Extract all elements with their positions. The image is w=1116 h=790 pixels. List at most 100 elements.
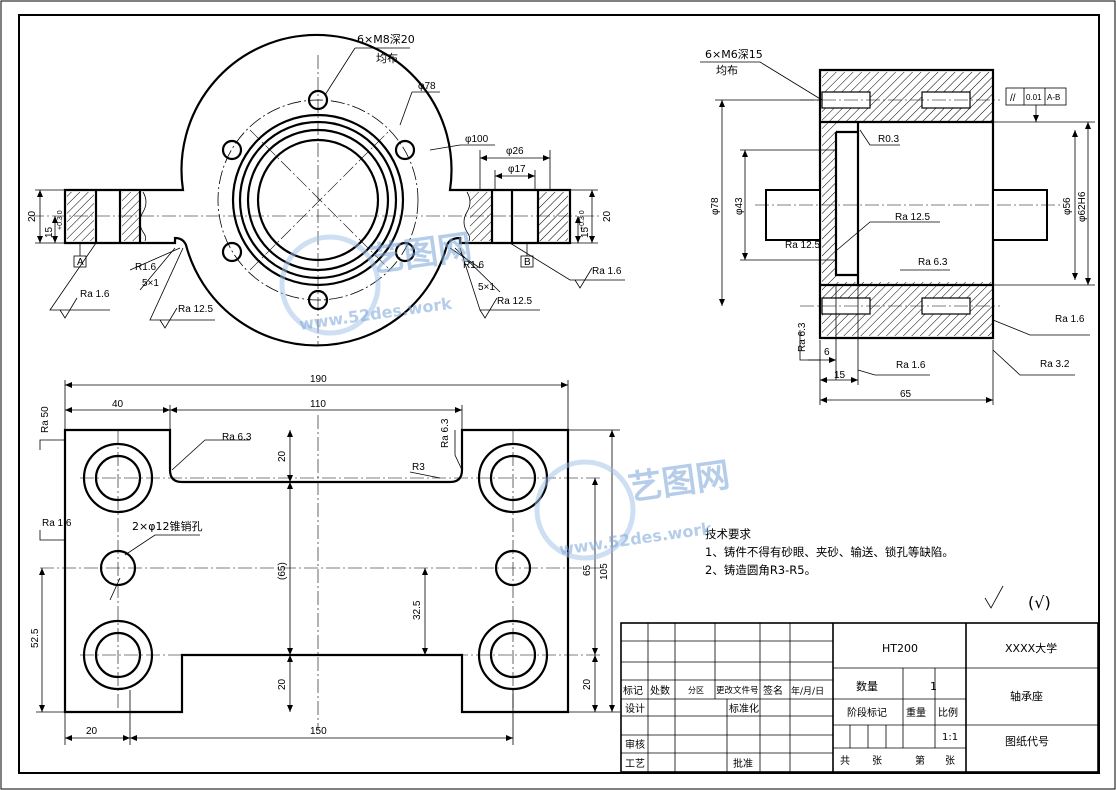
front-dim-525: 52.5 xyxy=(30,628,41,648)
top-ra16-right: Ra 1.6 xyxy=(592,266,622,277)
tb-row-date: 年/月/日 xyxy=(791,685,824,697)
front-dim-65-right: 65 xyxy=(582,564,593,576)
top-ra125-right: Ra 12.5 xyxy=(497,296,532,307)
roughness-check-icon xyxy=(984,585,1004,609)
notes-line-1: 1、铸件不得有砂眼、夹砂、输送、锁孔等缺陷。 xyxy=(705,545,954,559)
top-chamfer-left: 5×1 xyxy=(142,278,159,289)
watermark-1: 艺图网 www.52des.work xyxy=(279,227,475,336)
front-dim-325: 32.5 xyxy=(412,600,423,620)
tb-sheets-unit-2: 张 xyxy=(945,755,955,767)
side-dia-62: φ62H6 xyxy=(1077,191,1088,222)
front-dim-105: 105 xyxy=(599,563,610,580)
front-dim-40: 40 xyxy=(112,399,124,410)
side-ra125: Ra 12.5 xyxy=(895,212,930,223)
tol-parallel: // xyxy=(1010,93,1016,104)
side-ra32: Ra 3.2 xyxy=(1040,359,1070,370)
tb-part-name: 轴承座 xyxy=(1010,689,1043,703)
front-dim-20-bottom: 20 xyxy=(277,678,288,690)
tb-qty-value: 1 xyxy=(930,680,937,693)
datum-a: A xyxy=(77,257,84,268)
side-hole-note: 6×M6深15 xyxy=(705,48,763,61)
tb-material: HT200 xyxy=(882,642,918,655)
top-ra16-left: Ra 1.6 xyxy=(80,289,110,300)
tb-row-change-doc: 更改文件号 xyxy=(716,685,759,696)
tb-row-sign: 签名 xyxy=(763,684,783,697)
top-dia-78: φ78 xyxy=(418,81,436,92)
top-dim-20-right: 20 xyxy=(602,210,613,222)
tb-design: 设计 xyxy=(625,702,645,715)
front-dim-190: 190 xyxy=(310,374,327,385)
top-dim-15-left: 15 xyxy=(44,226,55,238)
front-pin-note: 2×φ12锥销孔 xyxy=(132,519,202,533)
watermark-url: www.52des.work xyxy=(558,519,713,559)
side-dim-65: 65 xyxy=(900,389,912,400)
side-dim-6: 6 xyxy=(824,347,830,358)
top-tol-right: +0.3 0 xyxy=(579,210,586,230)
tb-sheets-total: 共 xyxy=(840,755,850,767)
side-r03: R0.3 xyxy=(878,134,900,145)
watermark-globe-icon xyxy=(534,459,636,561)
tol-datum: A-B xyxy=(1047,93,1060,102)
top-dia-100: φ100 xyxy=(465,134,489,145)
top-ra125-left: Ra 12.5 xyxy=(178,304,213,315)
side-dia-78: φ78 xyxy=(710,197,721,215)
tb-stage-label: 阶段标记 xyxy=(847,706,887,719)
front-dim-150: 150 xyxy=(310,726,327,737)
top-dim-20-left: 20 xyxy=(27,210,38,222)
tol-value: 0.01 xyxy=(1026,93,1042,102)
side-view: 6×M6深15 均布 // 0.01 A-B R0.3 Ra 12.5 Ra 6… xyxy=(700,48,1095,405)
side-ra63-bottom: Ra 6.3 xyxy=(797,322,808,352)
side-hole-note-2: 均布 xyxy=(716,64,738,77)
side-ra-left: Ra 12.5 xyxy=(785,240,820,251)
top-chamfer-right: 5×1 xyxy=(478,282,495,293)
front-dim-20-top: 20 xyxy=(277,450,288,462)
front-dim-65-paren: (65) xyxy=(277,562,288,580)
watermark-text: 艺图网 xyxy=(368,227,475,281)
tb-process: 工艺 xyxy=(625,758,645,770)
tb-scale-label: 比例 xyxy=(938,706,958,719)
side-dim-15: 15 xyxy=(834,370,846,381)
front-view: 190 40 110 Ra 50 Ra 6.3 Ra 6.3 R3 Ra 1.6… xyxy=(30,374,620,745)
top-tol-left: +0.3 0 xyxy=(57,210,64,230)
side-dia-56: φ56 xyxy=(1062,197,1073,215)
top-dia-26: φ26 xyxy=(506,146,524,157)
tb-review: 审核 xyxy=(625,738,645,751)
notes-heading: 技术要求 xyxy=(705,527,751,541)
front-dim-20-r-bottom: 20 xyxy=(582,678,593,690)
front-r3: R3 xyxy=(412,462,425,473)
notes-line-2: 2、铸造圆角R3-R5。 xyxy=(705,563,816,577)
top-r16-right: R1.6 xyxy=(463,260,485,271)
side-ra16-right: Ra 1.6 xyxy=(1055,314,1085,325)
front-ra50: Ra 50 xyxy=(40,406,51,433)
side-ra63: Ra 6.3 xyxy=(918,257,948,268)
drawing-frame xyxy=(18,14,1100,774)
top-view: 6×M8深20 均布 φ78 φ100 φ26 φ17 20 15 20 15 … xyxy=(27,33,625,347)
front-dim-20-left: 20 xyxy=(86,726,98,737)
front-ra63-top: Ra 6.3 xyxy=(222,432,252,443)
tb-row-zone: 分区 xyxy=(688,686,704,695)
tb-qty-label: 数量 xyxy=(856,680,878,693)
side-dia-43: φ43 xyxy=(734,197,745,215)
top-hole-note-2: 均布 xyxy=(376,52,398,65)
top-hole-note: 6×M8深20 xyxy=(357,33,415,46)
tb-approve: 批准 xyxy=(733,757,753,770)
tb-drawing-no-label: 图纸代号 xyxy=(1005,735,1049,748)
tb-standard: 标准化 xyxy=(729,702,759,715)
tb-sheets-unit-1: 张 xyxy=(872,755,882,767)
tb-scale-value: 1:1 xyxy=(942,732,958,743)
top-r16-left: R1.6 xyxy=(135,262,157,273)
front-ra16: Ra 1.6 xyxy=(42,518,72,529)
tb-sheets-no: 第 xyxy=(915,754,925,767)
tb-row-mark: 标记 xyxy=(623,685,643,697)
side-ra16-bottom: Ra 1.6 xyxy=(896,360,926,371)
front-dim-110: 110 xyxy=(310,399,326,410)
technical-notes: 技术要求 1、铸件不得有砂眼、夹砂、输送、锁孔等缺陷。 2、铸造圆角R3-R5。… xyxy=(705,527,1051,612)
top-dia-17: φ17 xyxy=(508,164,526,175)
watermark-globe-icon xyxy=(279,234,381,336)
title-block: HT200 XXXX大学 数量 1 轴承座 阶段标记 重量 比例 1:1 图纸代… xyxy=(620,622,1099,773)
watermark-text: 艺图网 xyxy=(626,455,733,509)
watermark-2: 艺图网 www.52des.work xyxy=(534,455,733,561)
front-ra63-right: Ra 6.3 xyxy=(440,418,451,448)
